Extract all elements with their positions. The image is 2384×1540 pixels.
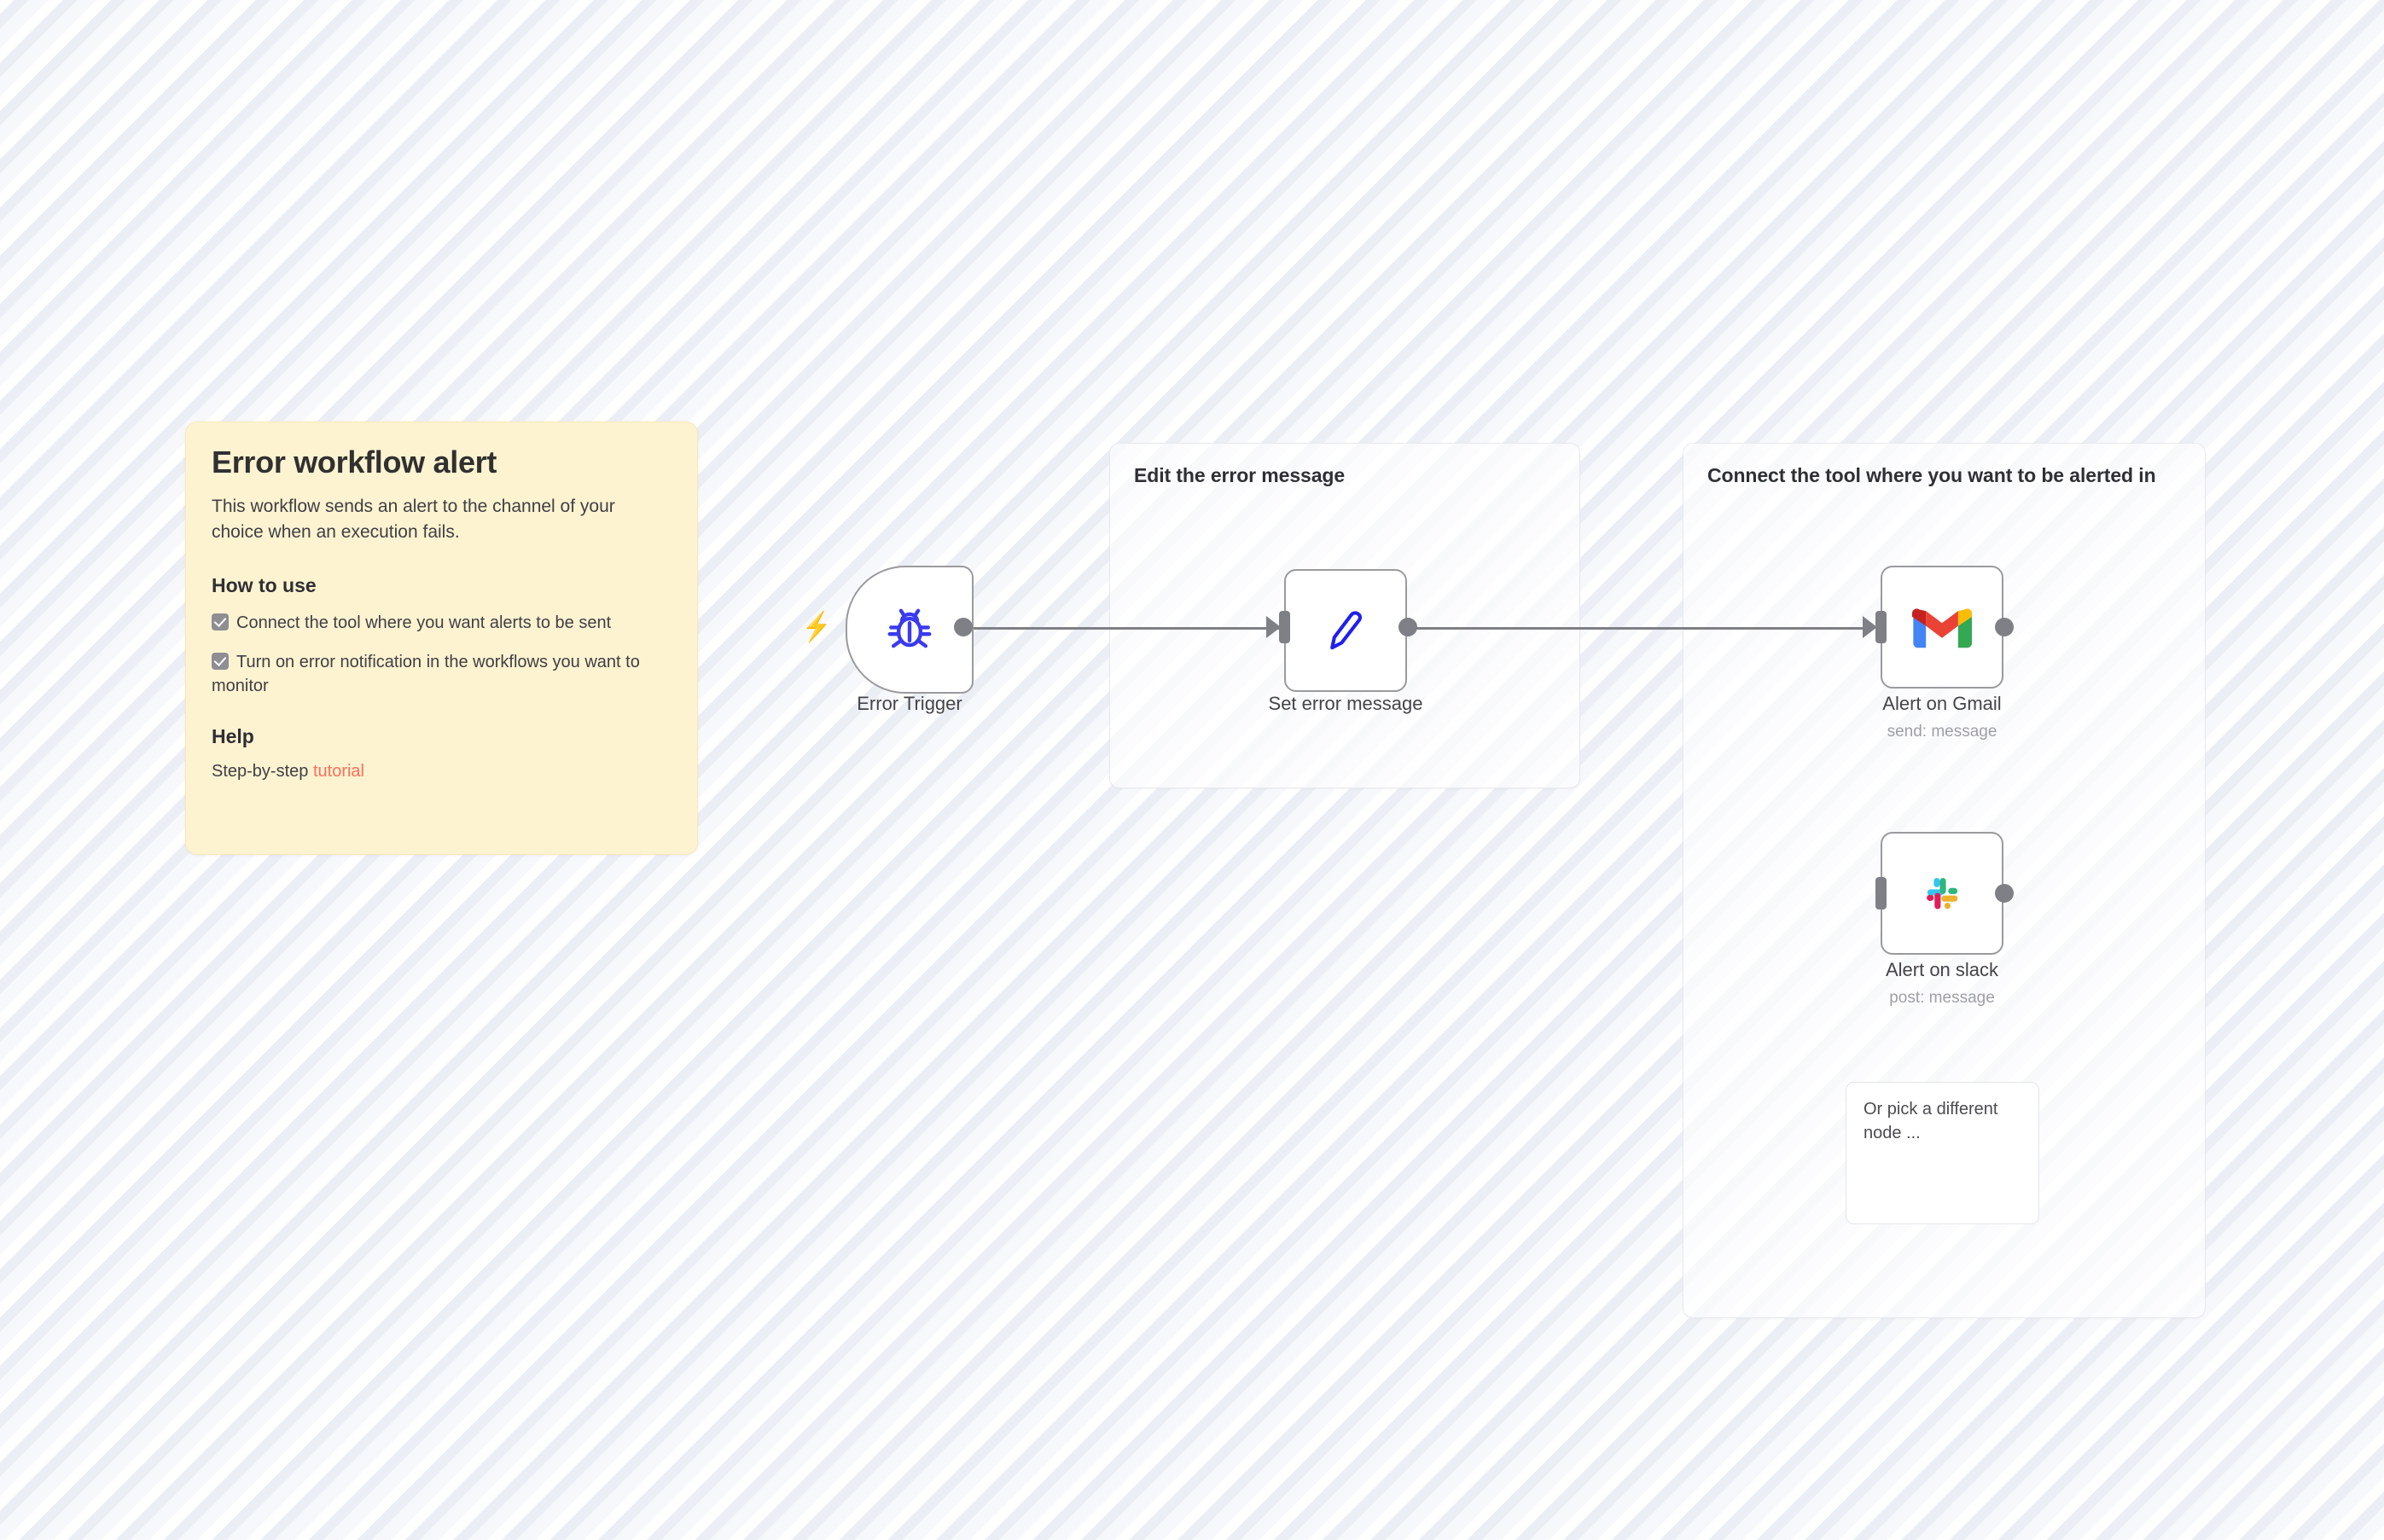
pick-different-node-box[interactable]: Or pick a different node ... (1846, 1082, 2039, 1224)
slack-icon (1927, 877, 1958, 909)
sticky-note-title: Error workflow alert (212, 445, 497, 479)
input-port-set-error-message[interactable] (1266, 616, 1281, 638)
node-set-error-message[interactable] (1284, 569, 1407, 692)
input-port-bar-set-error-message[interactable] (1279, 611, 1290, 643)
sticky-note-description: This workflow sends an alert to the chan… (212, 497, 615, 542)
node-label-alert-on-gmail: Alert on Gmail (1882, 693, 2002, 714)
step-label: Turn on error notification in the workfl… (212, 652, 640, 695)
node-error-trigger[interactable] (846, 566, 974, 694)
input-port-alert-on-slack[interactable] (1875, 877, 1887, 909)
connection-set-error-message-to-alert-on-gmail[interactable] (1407, 627, 1863, 630)
node-alert-on-gmail[interactable] (1881, 566, 2003, 689)
bug-icon (887, 608, 932, 648)
output-port-error-trigger[interactable] (954, 618, 973, 636)
node-sublabel-alert-on-gmail: send: message (1887, 723, 1997, 741)
pick-different-node-text: Or pick a different node ... (1864, 1100, 1998, 1142)
input-port-alert-on-gmail[interactable] (1863, 616, 1877, 638)
step-label: Connect the tool where you want alerts t… (236, 613, 612, 632)
sticky-note-help-line: Step-by-step tutorial (212, 762, 672, 782)
node-label-alert-on-slack: Alert on slack (1885, 959, 1999, 980)
group-panel-title: Edit the error message (1134, 464, 1346, 486)
gmail-icon (1912, 608, 1972, 648)
help-prefix-text: Step-by-step (212, 761, 313, 781)
pencil-icon (1330, 611, 1363, 650)
sticky-note-steps-list: Connect the tool where you want alerts t… (212, 611, 672, 698)
tutorial-link[interactable]: tutorial (312, 761, 364, 781)
list-item: Turn on error notification in the workfl… (212, 650, 672, 698)
node-label-set-error-message: Set error message (1268, 693, 1423, 714)
node-sublabel-alert-on-slack: post: message (1889, 989, 1995, 1007)
output-port-alert-on-slack[interactable] (1995, 884, 2014, 903)
node-alert-on-slack[interactable] (1881, 832, 2003, 955)
sticky-note-error-workflow-alert[interactable]: Error workflow alert This workflow sends… (185, 421, 698, 855)
input-port-bar-alert-on-gmail[interactable] (1875, 611, 1887, 643)
lightning-bolt-icon: ⚡ (802, 611, 832, 643)
group-panel-title: Connect the tool where you want to be al… (1707, 464, 2156, 486)
list-item: Connect the tool where you want alerts t… (212, 611, 672, 635)
sticky-note-how-to-use-heading: How to use (212, 573, 317, 596)
output-port-alert-on-gmail[interactable] (1995, 618, 2014, 636)
node-label-error-trigger: Error Trigger (857, 693, 962, 714)
checkbox-checked-icon (212, 652, 229, 670)
checkbox-checked-icon (212, 613, 229, 631)
connection-error-trigger-to-set-error-message[interactable] (961, 627, 1281, 630)
output-port-set-error-message[interactable] (1398, 618, 1417, 636)
sticky-note-help-heading: Help (212, 724, 254, 747)
